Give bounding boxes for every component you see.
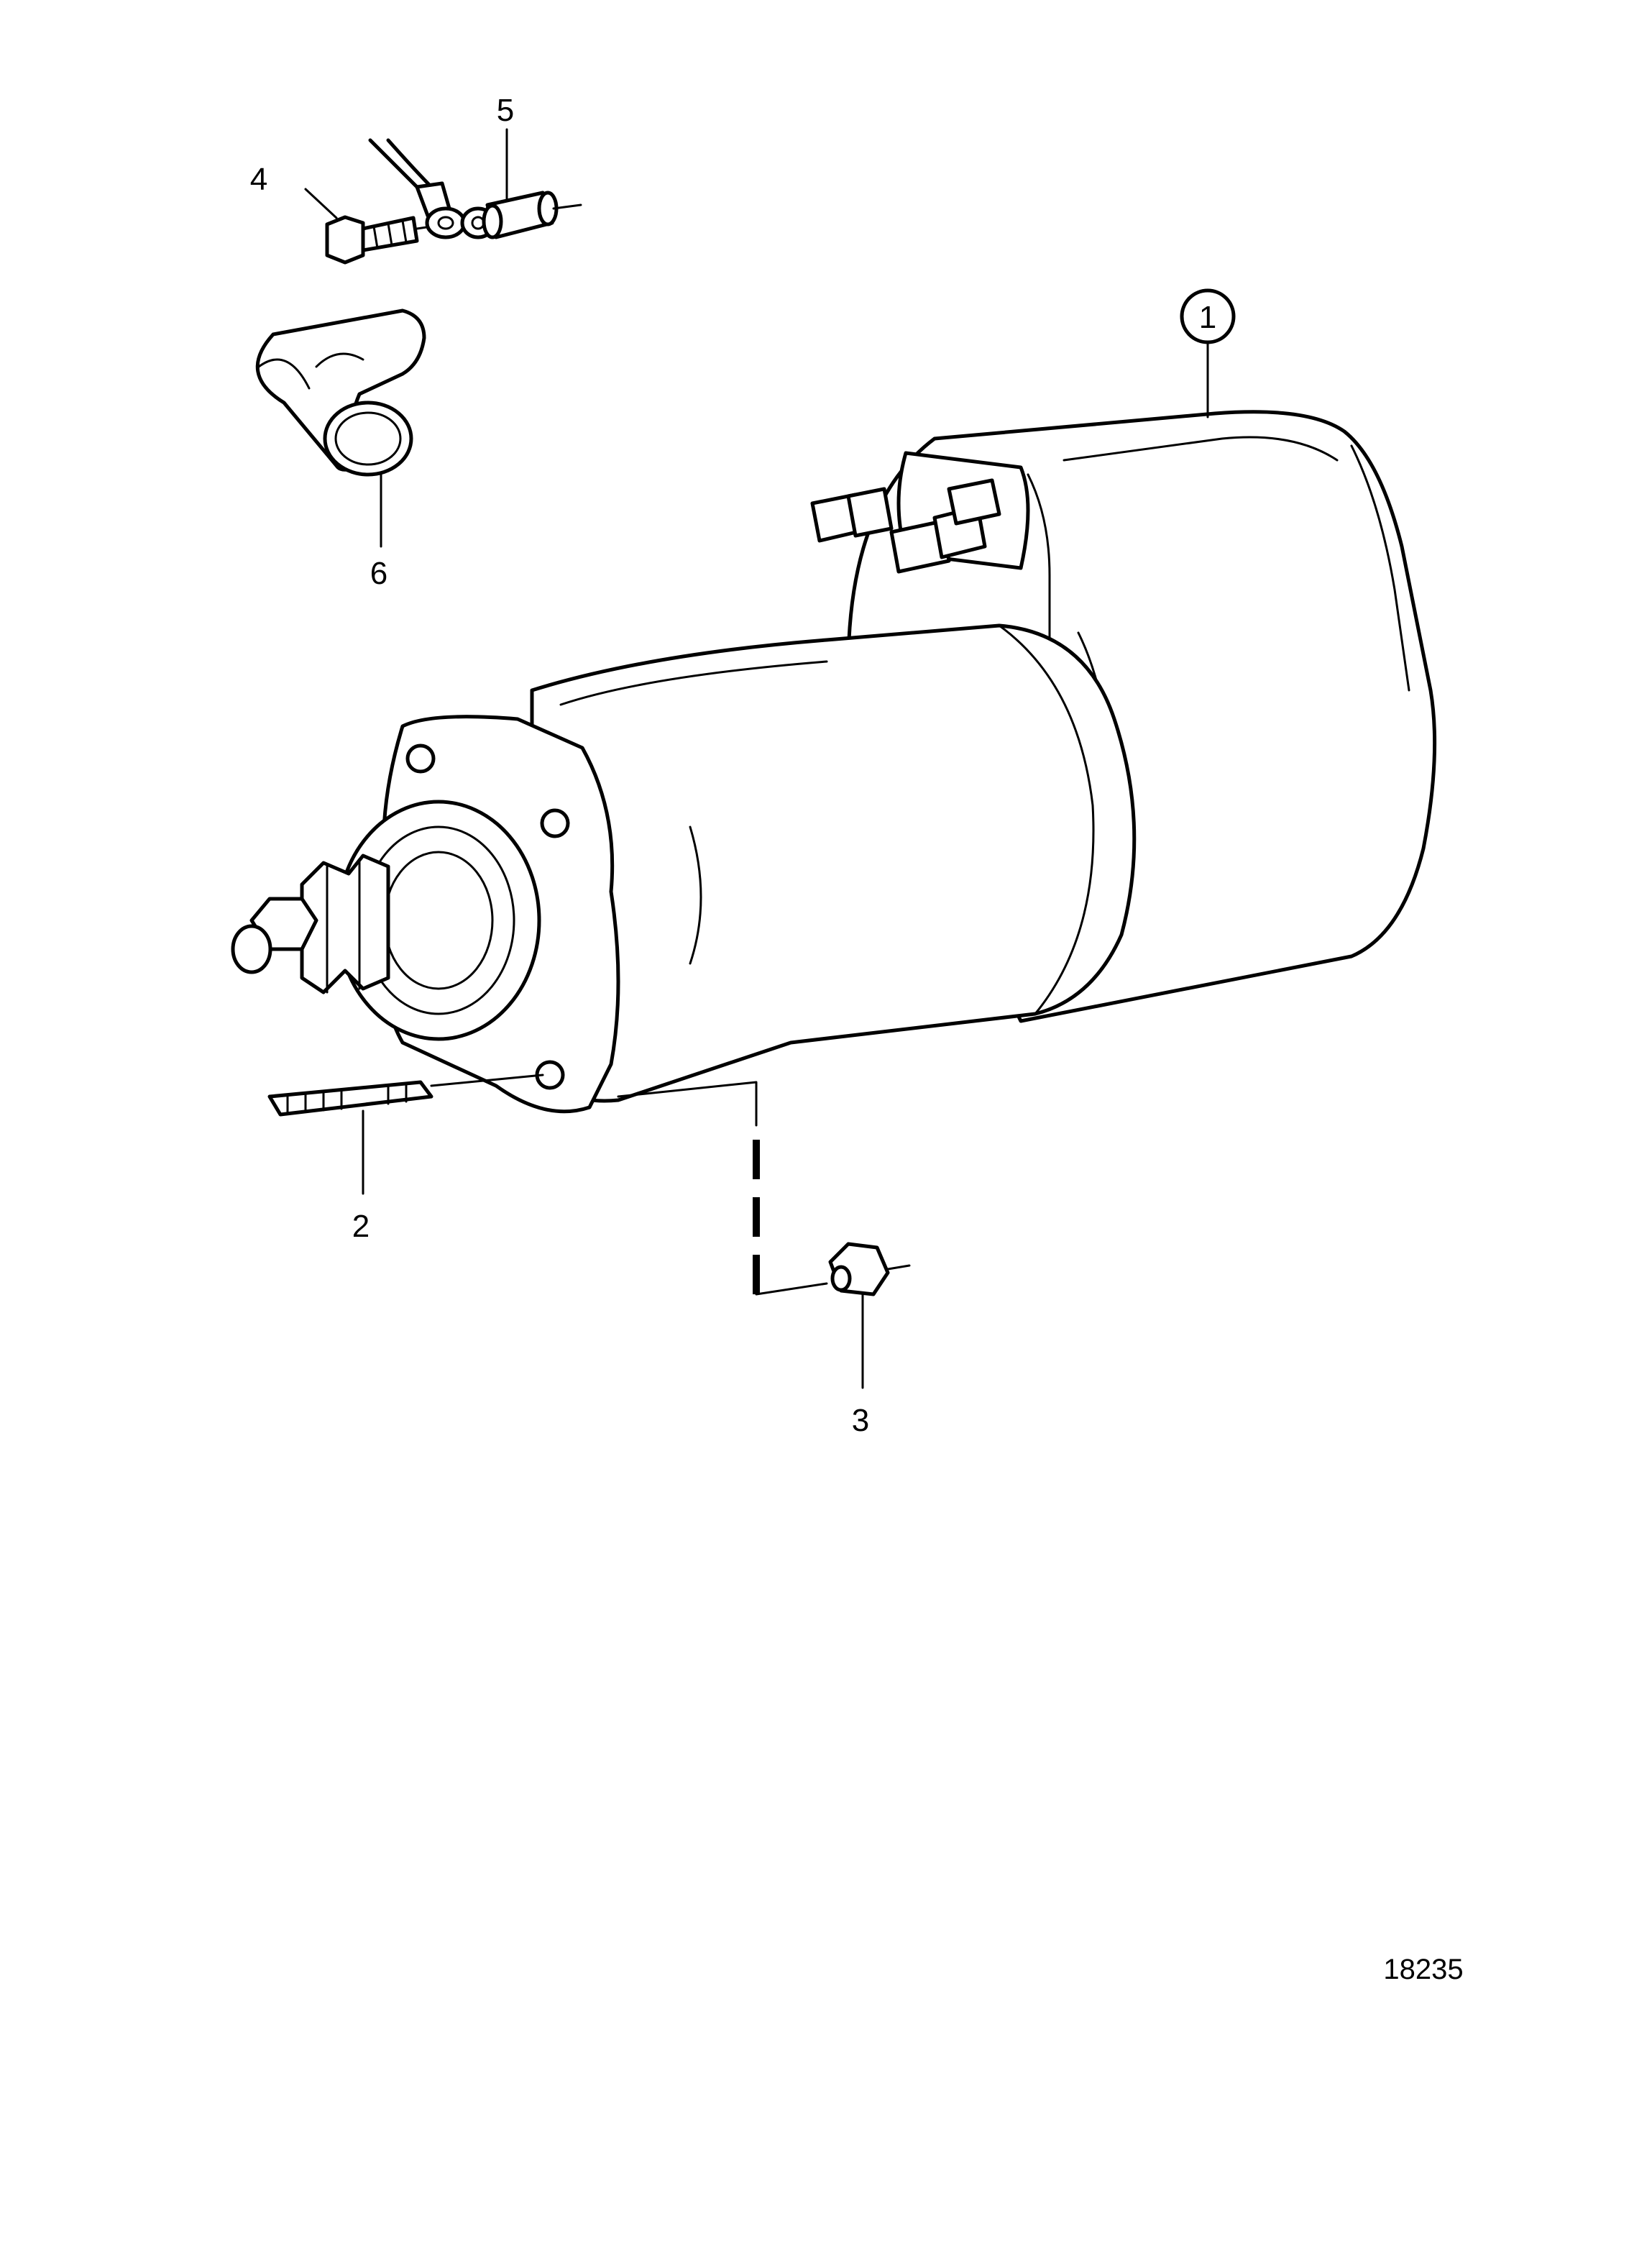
callout-3-label: 3: [852, 1403, 869, 1438]
solenoid-terminal-2: [889, 478, 1001, 574]
callout-1: 1: [1180, 288, 1236, 418]
solenoid-terminal-1: [810, 487, 894, 543]
terminal-cover-part-6: 6: [255, 308, 426, 591]
pinion-gear: [231, 854, 390, 994]
callout-1-label: 1: [1199, 300, 1216, 335]
callout-6-label: 6: [370, 556, 387, 591]
starter-motor: [231, 410, 1437, 1114]
figure-number: 18235: [1383, 1954, 1463, 1985]
nut-assembly-leader: [617, 1081, 828, 1296]
callout-2-label: 2: [352, 1209, 370, 1244]
cable-ring-terminal: [368, 138, 496, 239]
callout-5-label: 5: [497, 93, 514, 128]
spacer-sleeve-part-5: 5: [482, 93, 582, 239]
nut-part-3: 3: [828, 1242, 911, 1438]
callout-4-label: 4: [250, 162, 267, 197]
stud-part-2: 2: [267, 1074, 544, 1244]
bolt-part-4: 4: [250, 162, 433, 265]
